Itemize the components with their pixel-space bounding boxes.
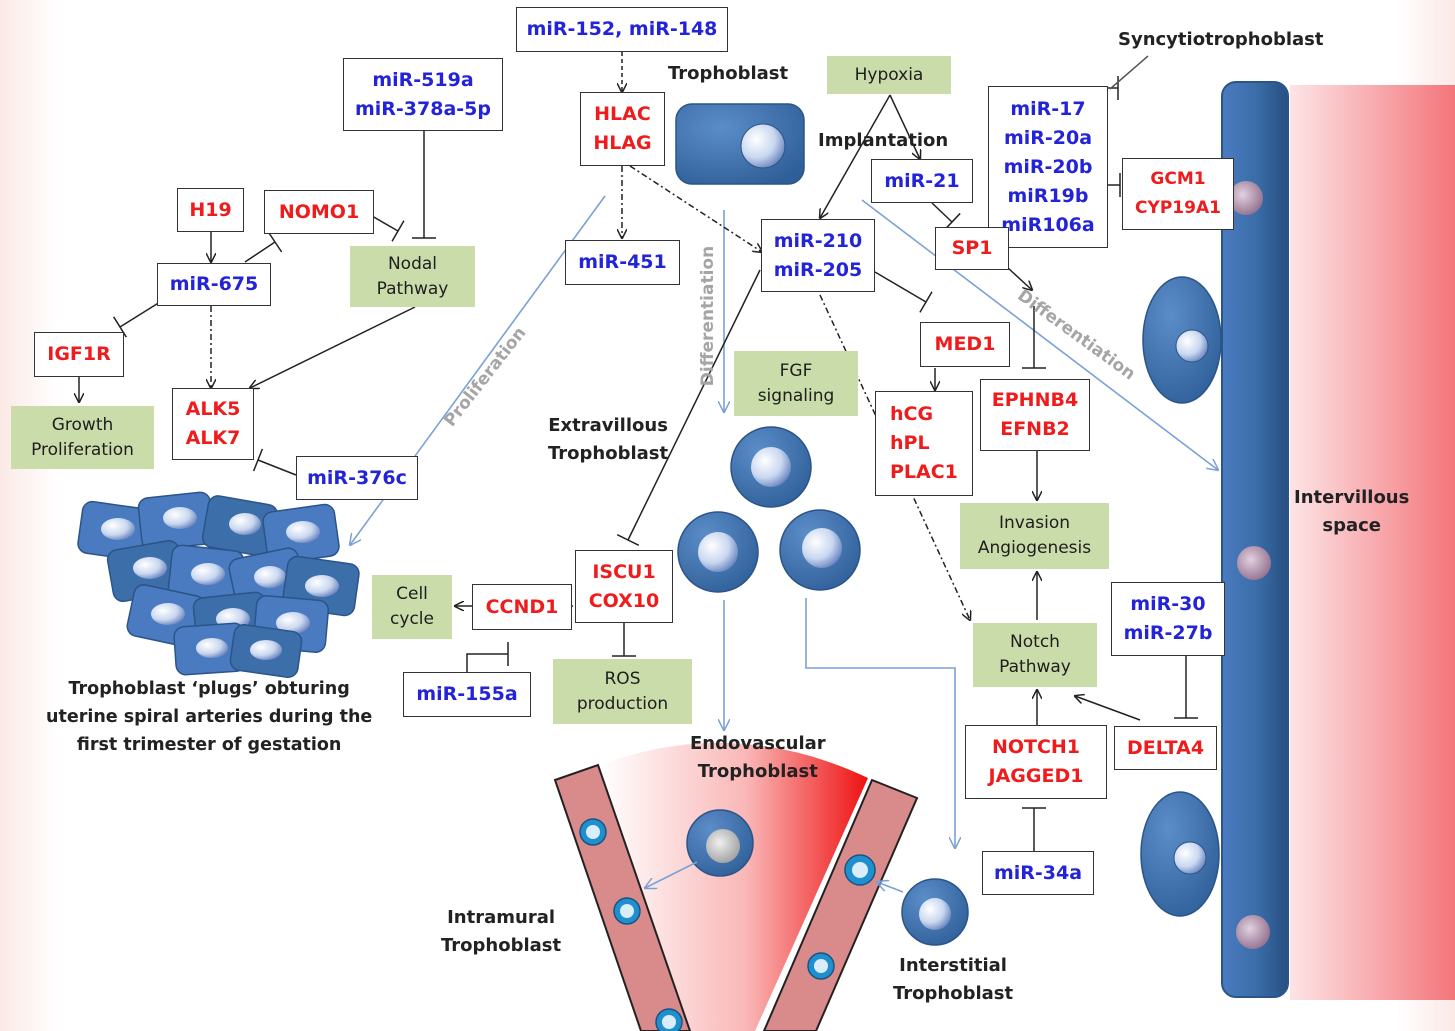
link-hypoxia-mir210 <box>820 94 891 218</box>
artery-lumen <box>600 742 868 1031</box>
hypoxia-box: Hypoxia <box>827 56 951 94</box>
artery-wall-right <box>762 778 919 1031</box>
mir-152-148-box: miR-152, miR-148 <box>516 7 728 52</box>
differentiation-arrow-syncytio <box>861 199 1218 470</box>
delta4-box: DELTA4 <box>1114 726 1217 770</box>
mir-34a-box: miR-34a <box>982 851 1094 895</box>
interstitial-cell-nucleus <box>919 898 951 930</box>
evt-cell-nucleus <box>751 447 791 487</box>
trophoblast-plug-cluster <box>77 491 360 678</box>
h19-box: H19 <box>177 188 244 232</box>
mir-376c-box: miR-376c <box>296 456 418 500</box>
differentiation-label-evt: Differentiation <box>698 245 719 387</box>
ccnd1-box: CCND1 <box>472 584 572 630</box>
villous-cell-nucleus <box>1173 841 1207 875</box>
link-hypoxia-mir21 <box>889 94 920 159</box>
interstitial-invasion-arrow <box>877 882 904 893</box>
villous-cell-nucleus <box>1175 329 1209 363</box>
syncytio-nucleus <box>1236 915 1270 949</box>
evt-cell-nucleus <box>802 528 842 568</box>
trophoblast-nucleus <box>740 123 786 169</box>
link-hlag-mir210 <box>629 165 762 252</box>
intramural-arrow <box>645 861 698 888</box>
mir-21-box: miR-21 <box>871 159 973 203</box>
intervillous-background <box>1290 85 1455 1000</box>
spiral-artery <box>553 742 919 1031</box>
sp1-box: SP1 <box>935 227 1009 270</box>
med1-box: MED1 <box>920 322 1010 367</box>
extravillous-cells <box>677 426 861 593</box>
evt-cell-nucleus <box>698 532 738 572</box>
link-mir376c-alk <box>252 448 297 476</box>
interstitial-arrow <box>805 598 955 848</box>
link-mir21-sp1 <box>931 202 961 232</box>
syncytio-nucleus <box>1237 546 1271 580</box>
implantation-label: Implantation <box>818 130 949 151</box>
link-sp1-differentiation <box>1007 267 1032 290</box>
syncytio-inhibit <box>1109 55 1149 90</box>
syncytiotrophoblast-bar <box>1221 81 1289 998</box>
nomo1-box: NOMO1 <box>264 190 374 234</box>
process-arrows <box>350 195 1218 893</box>
igf1r-box: IGF1R <box>34 332 124 377</box>
link-mir155a-ccnd1 <box>466 642 509 672</box>
link-mir205-med1 <box>874 271 933 313</box>
link-mir210-iscu1 <box>616 269 761 546</box>
link-mir675-nomo1 <box>244 231 283 263</box>
syncytio-nucleus <box>1229 181 1263 215</box>
syncytiotrophoblast-label: Syncytiotrophoblast <box>1118 29 1324 50</box>
link-nodal-alk <box>250 306 416 388</box>
link-mir675-igf1r <box>113 301 161 338</box>
link-delta4-notch <box>1075 696 1141 721</box>
mir-155a-box: miR-155a <box>403 672 531 717</box>
mir-675-box: miR-675 <box>157 263 271 306</box>
endovascular-cell-nucleus <box>706 829 740 863</box>
trophoblast-label: Trophoblast <box>668 63 789 84</box>
mir-451-box: miR-451 <box>565 240 680 285</box>
